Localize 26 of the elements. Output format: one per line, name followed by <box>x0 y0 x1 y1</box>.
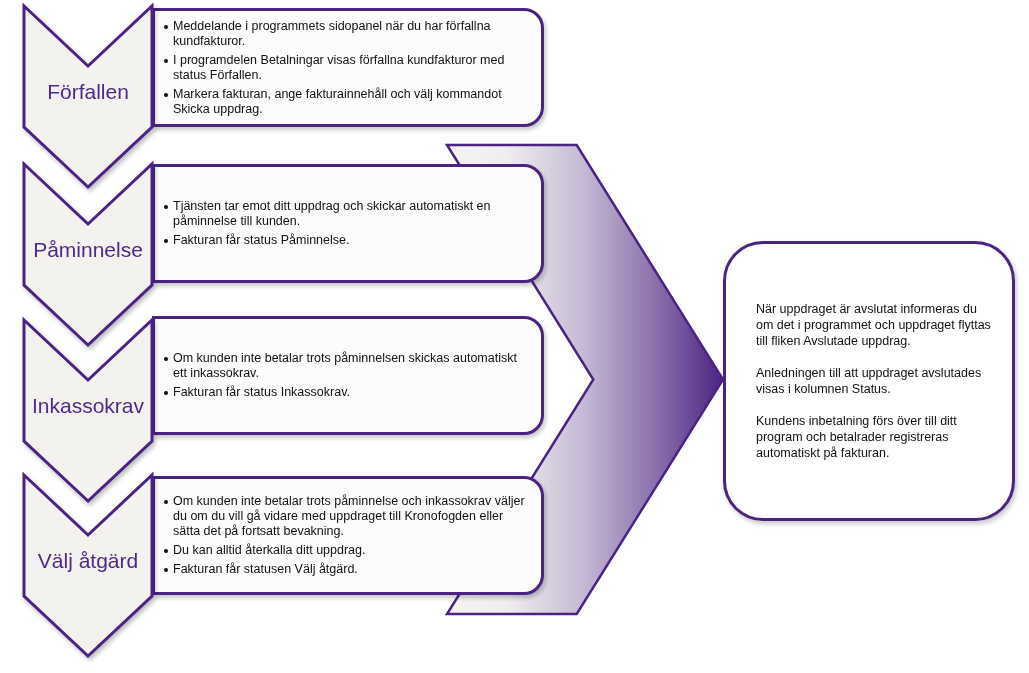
step-label: Förfallen <box>47 80 129 104</box>
bullet-text: Du kan alltid återkalla ditt uppdrag. <box>173 543 366 558</box>
bullet-text: Meddelande i programmets sidopanel när du har förfallna kundfakturor. <box>173 18 492 49</box>
bullet-text: Fakturan får status Inkassokrav. <box>173 385 350 400</box>
bullet-text: Om kunden inte betalar trots påminnelse och inkassokrav väljer du om du vill gå vidare med uppdraget till Kronofogden eller sätta det på fortsatt bevakning. <box>173 494 526 539</box>
chevron-step <box>22 4 154 189</box>
description-box <box>152 476 544 595</box>
bullet-text: Markera fakturan, ange fakturainnehåll och välj kommandot Skicka uppdrag. <box>173 86 503 117</box>
step-label: Inkassokrav <box>32 394 144 418</box>
description-box <box>152 164 544 283</box>
info-box <box>723 241 1015 521</box>
bullet-text: Fakturan får statusen Välj åtgärd. <box>173 562 358 577</box>
bullet-text: Tjänsten tar emot ditt uppdrag och skickar automatiskt en påminnelse till kunden. <box>173 199 492 229</box>
step-label: Välj åtgärd <box>37 549 139 573</box>
info-text: När uppdraget är avslutat informeras du om det i programmet och uppdraget flyttas till fliken Avslutade uppdrag. <box>756 301 992 349</box>
chevron-step <box>22 473 154 658</box>
bullet-text: I programdelen Betalningar visas förfallna kundfakturor med status Förfallen. <box>173 52 506 83</box>
chevron-step <box>22 162 154 347</box>
bullet-text: Fakturan får status Påminnelse. <box>173 233 350 248</box>
info-text: Anledningen till att uppdraget avslutades visas i kolumnen Status. <box>756 365 983 397</box>
step-label: Påminnelse <box>33 238 143 262</box>
info-text: Kundens inbetalning förs över till ditt program och betalrader registreras automatiskt på fakturan. <box>756 413 958 461</box>
chevron-step <box>22 318 154 503</box>
description-box <box>152 8 544 127</box>
description-box <box>152 316 544 435</box>
bullet-text: Om kunden inte betalar trots påminnelsen skickas automatiskt ett inkassokrav. <box>173 351 518 381</box>
